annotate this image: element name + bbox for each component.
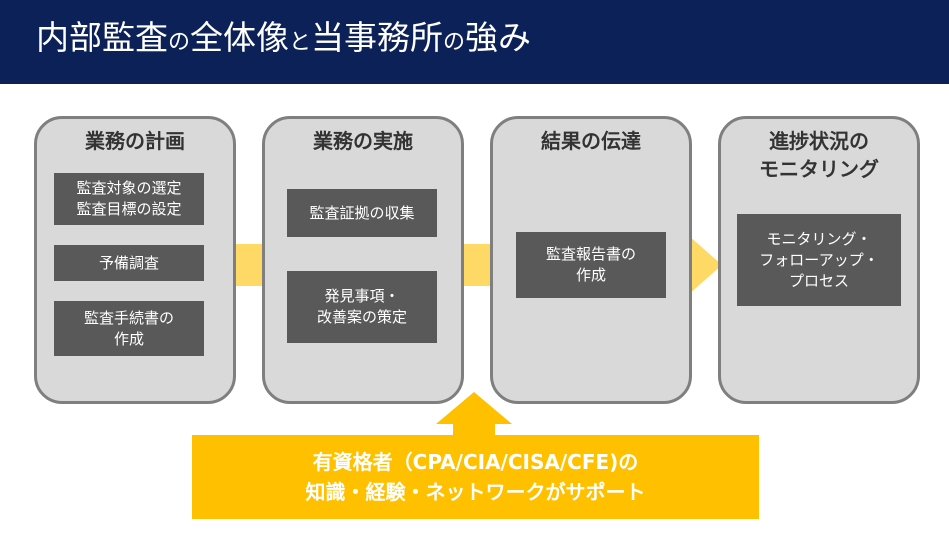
title-part: の xyxy=(168,30,191,55)
phase-card-communication: 結果の伝達 監査報告書の 作成 xyxy=(490,116,692,404)
step-box: 発見事項・ 改善案の策定 xyxy=(287,271,437,343)
step-box: 予備調査 xyxy=(54,245,204,281)
phase-title: 業務の計画 xyxy=(85,129,185,153)
step-box: 監査証拠の収集 xyxy=(287,189,437,237)
title-part: 強み xyxy=(465,18,532,57)
step-box: モニタリング・ フォローアップ・ プロセス xyxy=(737,214,901,306)
phase-title: 結果の伝達 xyxy=(541,129,641,153)
page-title: 内部監査の全体像と当事務所の強み xyxy=(36,16,531,65)
phase-card-monitoring: 進捗状況の モニタリング モニタリング・ フォローアップ・ プロセス xyxy=(718,116,920,404)
step-box: 監査対象の選定 監査目標の設定 xyxy=(54,173,204,225)
support-arrow-head xyxy=(436,392,512,424)
flow-connector xyxy=(234,244,264,286)
phase-card-execution: 業務の実施 監査証拠の収集 発見事項・ 改善案の策定 xyxy=(262,116,464,404)
support-box: 有資格者（CPA/CIA/CISA/CFE)の 知識・経験・ネットワークがサポー… xyxy=(192,435,759,519)
title-part: 全体像 xyxy=(190,18,290,57)
phase-title: 進捗状況の モニタリング xyxy=(759,129,879,181)
title-part: の xyxy=(443,30,466,55)
flow-connector xyxy=(462,244,492,286)
phase-card-planning: 業務の計画 監査対象の選定 監査目標の設定 予備調査 監査手続書の 作成 xyxy=(34,116,236,404)
title-part: と xyxy=(289,30,312,55)
title-part: 内部監査 xyxy=(36,18,168,57)
phase-title: 業務の実施 xyxy=(313,129,413,153)
title-part: 当事務所 xyxy=(311,18,444,57)
step-box: 監査手続書の 作成 xyxy=(54,301,204,356)
step-box: 監査報告書の 作成 xyxy=(516,232,666,298)
header-bar: 内部監査の全体像と当事務所の強み xyxy=(0,0,949,84)
